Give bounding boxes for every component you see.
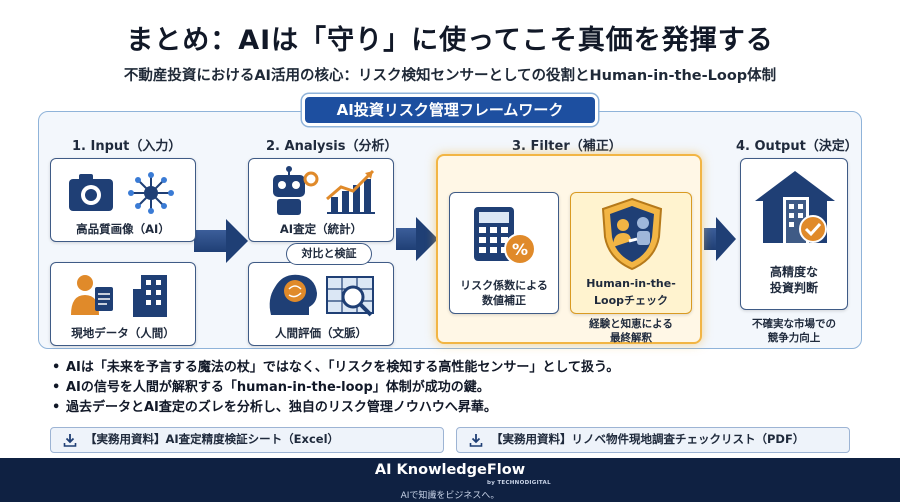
card-field-label: 現地データ（人間） bbox=[71, 326, 175, 340]
compare-verify-badge: 対比と検証 bbox=[286, 243, 372, 265]
download-icon bbox=[469, 434, 483, 447]
arrow-analysis-to-filter-head bbox=[416, 217, 438, 261]
inspector-building-icon bbox=[71, 275, 167, 317]
card-decision-line1: 高精度な bbox=[769, 265, 818, 279]
footer-by: by TECHNODIGITAL bbox=[487, 480, 551, 486]
bullet-text-1: AIは「未来を予言する魔法の杖」ではなく、「リスクを検知する高性能センサー」とし… bbox=[66, 360, 620, 375]
stage-input-label: 1. Input（入力） bbox=[72, 139, 182, 154]
output-note-line1: 不確実な市場での bbox=[752, 318, 836, 330]
card-ai-appraisal-label: AI査定（統計） bbox=[279, 222, 363, 236]
svg-text:%: % bbox=[512, 240, 528, 259]
card-photo-input: 高品質画像（AI） bbox=[50, 158, 196, 242]
card-risk-coefficient: % リスク係数による 数値補正 bbox=[449, 192, 559, 314]
footer-bar: AI KnowledgeFlow by TECHNODIGITAL AIで知識を… bbox=[0, 458, 900, 502]
bullet-item: •過去データとAI査定のズレを分析し、独自のリスク管理ノウハウへ昇華。 bbox=[52, 400, 497, 415]
output-note: 不確実な市場での 競争力向上 bbox=[740, 317, 848, 345]
hitl-note-line2: 最終解釈 bbox=[610, 332, 652, 344]
camera-network-icon bbox=[69, 172, 174, 214]
house-check-icon bbox=[755, 171, 835, 243]
card-risk-coef-line2: 数値補正 bbox=[482, 294, 526, 307]
card-decision-line2: 投資判断 bbox=[769, 281, 818, 295]
robot-chart-icon bbox=[273, 166, 375, 215]
arrow-input-to-analysis bbox=[194, 230, 228, 252]
download-excel-label: 【実務用資料】AI査定精度検証シート（Excel） bbox=[85, 432, 340, 446]
card-hitl-line1: Human-in-the- bbox=[586, 277, 676, 290]
page-title: まとめ：AIは「守り」に使ってこそ真価を発揮する bbox=[126, 25, 774, 56]
card-risk-coef-line1: リスク係数による bbox=[460, 279, 548, 292]
calculator-percent-icon: % bbox=[474, 207, 536, 265]
hitl-note: 経験と知恵による 最終解釈 bbox=[570, 317, 692, 345]
card-photo-label: 高品質画像（AI） bbox=[76, 222, 170, 236]
card-investment-decision: 高精度な 投資判断 bbox=[740, 158, 848, 310]
footer-brand: AI KnowledgeFlow bbox=[374, 462, 526, 478]
arrow-filter-to-output-head bbox=[716, 217, 736, 261]
hitl-note-line1: 経験と知恵による bbox=[589, 318, 673, 330]
bullet-item: •AIは「未来を予言する魔法の杖」ではなく、「リスクを検知する高性能センサー」と… bbox=[52, 360, 620, 375]
card-ai-appraisal: AI査定（統計） bbox=[248, 158, 394, 242]
card-field-input: 現地データ（人間） bbox=[50, 262, 196, 346]
card-human-eval-label: 人間評価（文脈） bbox=[275, 326, 367, 340]
page-subtitle: 不動産投資におけるAI活用の核心：リスク検知センサーとしての役割とHuman-i… bbox=[123, 68, 777, 84]
card-human-eval: 人間評価（文脈） bbox=[248, 262, 394, 346]
footer-tagline: AIで知識をビジネスへ。 bbox=[400, 491, 500, 501]
bullet-text-2: AIの信号を人間が解釈する「human-in-the-loop」体制が成功の鍵。 bbox=[66, 380, 490, 395]
download-excel-button[interactable]: 【実務用資料】AI査定精度検証シート（Excel） bbox=[50, 427, 444, 453]
stage-output-label: 4. Output（決定） bbox=[736, 139, 858, 154]
output-note-line2: 競争力向上 bbox=[767, 332, 821, 344]
bullet-item: •AIの信号を人間が解釈する「human-in-the-loop」体制が成功の鍵… bbox=[52, 380, 490, 395]
arrow-analysis-to-filter bbox=[396, 228, 418, 250]
framework-banner: AI投資リスク管理フレームワーク bbox=[302, 94, 598, 126]
stage-analysis-label: 2. Analysis（分析） bbox=[266, 139, 398, 154]
arrow-input-to-analysis-head bbox=[226, 219, 248, 263]
card-hitl-check: Human-in-the- Loopチェック bbox=[570, 192, 692, 314]
summary-bullets: •AIは「未来を予言する魔法の杖」ではなく、「リスクを検知する高性能センサー」と… bbox=[52, 358, 852, 418]
download-pdf-label: 【実務用資料】リノベ物件現地調査チェックリスト（PDF） bbox=[491, 432, 805, 446]
download-pdf-button[interactable]: 【実務用資料】リノベ物件現地調査チェックリスト（PDF） bbox=[456, 427, 850, 453]
card-hitl-line2: Loopチェック bbox=[594, 294, 668, 307]
brain-magnifier-icon bbox=[269, 274, 374, 317]
bullet-text-3: 過去データとAI査定のズレを分析し、独自のリスク管理ノウハウへ昇華。 bbox=[66, 400, 497, 415]
download-icon bbox=[63, 434, 77, 447]
shield-handshake-icon bbox=[601, 197, 663, 271]
stage-filter-label: 3. Filter（補正） bbox=[512, 139, 622, 154]
